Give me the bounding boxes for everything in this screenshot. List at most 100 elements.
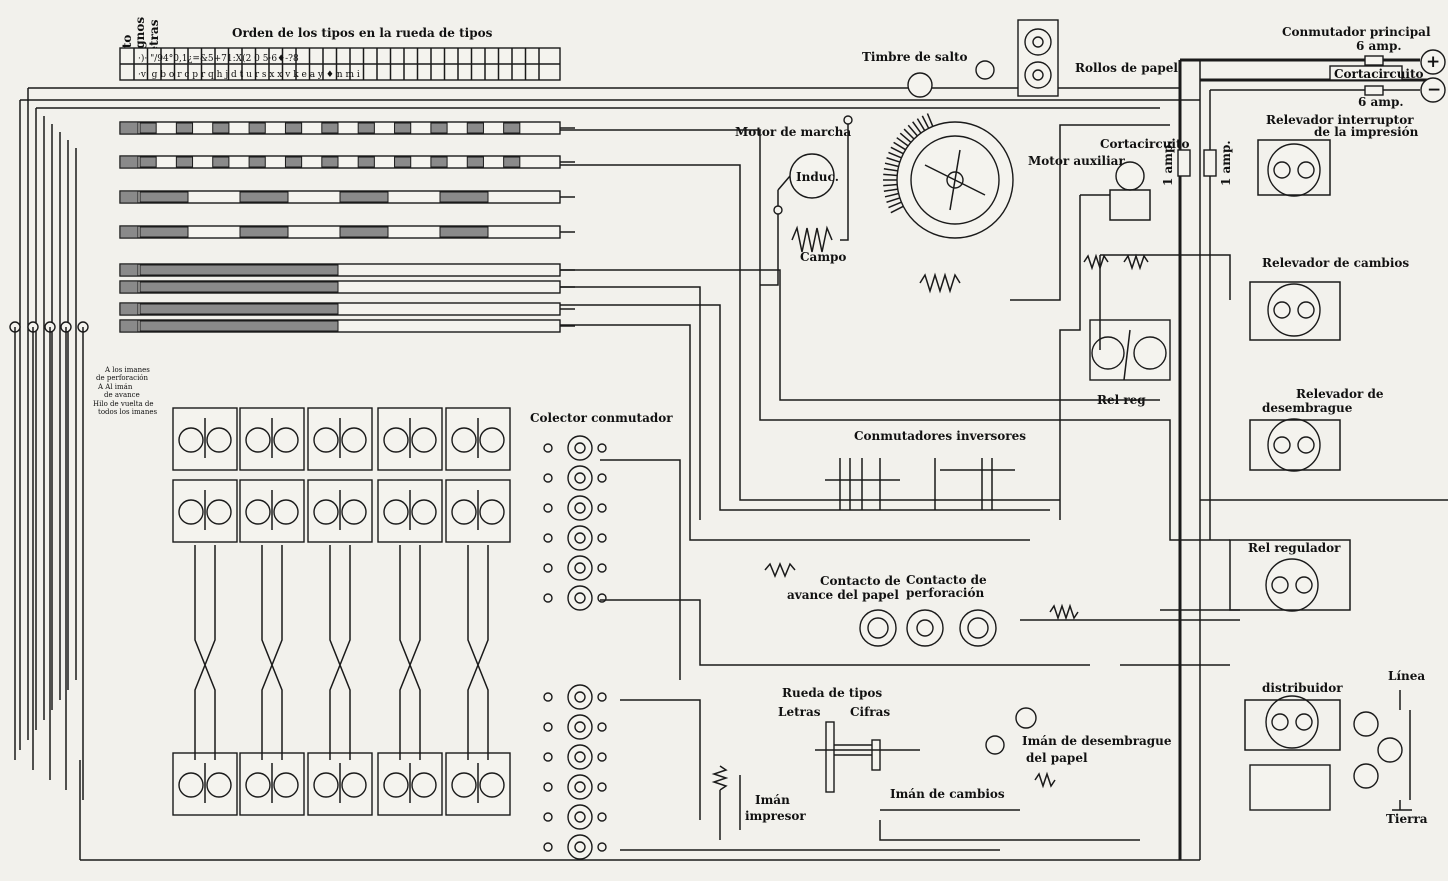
- amp6-bottom: 6 amp.: [1358, 95, 1404, 109]
- note-4: de avance: [104, 391, 140, 399]
- segment-contact: [339, 191, 389, 203]
- rueda-label: Rueda de tipos: [782, 686, 882, 700]
- segment-contact: [339, 226, 389, 238]
- signs-row: ·)· "/94°0,1¿=&5+71:X(2 0 5·6♦-?8: [138, 53, 299, 64]
- note-2: de perforación: [96, 374, 149, 382]
- inversores-label: Conmutadores inversores: [854, 429, 1026, 443]
- segment-contact: [248, 156, 266, 168]
- rel-desembrague-1: Relevador de: [1296, 387, 1384, 401]
- segment-contact: [139, 156, 157, 168]
- bus-lines: [9, 58, 1430, 861]
- segment-contact: [466, 122, 484, 134]
- motor-marcha-label: Motor de marcha: [735, 125, 851, 139]
- line-earth: Línea Tierra: [1249, 669, 1428, 826]
- relay-grid: [172, 407, 511, 816]
- segment-contact: [212, 122, 230, 134]
- collector-label: Colector conmutador: [530, 411, 673, 425]
- minus-terminal-icon: [1420, 77, 1446, 103]
- aux-motor: Cortacircuito Motor auxiliar 1 amp. 1 am…: [1028, 137, 1233, 520]
- segment-head: [119, 190, 139, 204]
- relay-housing: [1265, 558, 1319, 612]
- segment-contact: [239, 226, 289, 238]
- collector-commutator: [543, 435, 607, 860]
- segment-contact: [357, 156, 375, 168]
- segment-contact: [394, 122, 412, 134]
- drive-motor: Motor de marcha Induc. Campo: [735, 115, 853, 286]
- notes: A los imanes de perforación A Al imán de…: [93, 366, 158, 416]
- speed-governor: [883, 113, 1014, 294]
- segment-head: [119, 280, 139, 294]
- iman-impresor-1: Imán: [755, 793, 790, 807]
- segment-contact: [175, 156, 194, 168]
- segment-contact: [394, 156, 412, 168]
- contacto-avance-2: avance del papel: [787, 588, 899, 602]
- segment-contact: [248, 122, 266, 134]
- induc-label: Induc.: [796, 170, 839, 184]
- segment-head: [119, 121, 139, 135]
- segment-contact: [139, 320, 339, 332]
- rel-cambios-label: Relevador de cambios: [1262, 256, 1409, 270]
- note-6: todos los imanes: [98, 408, 158, 416]
- segment-contact: [430, 156, 448, 168]
- segment-head: [119, 263, 139, 277]
- rolls-label: Rollos de papel: [1075, 61, 1178, 75]
- campo-label: Campo: [800, 250, 846, 264]
- note-5: Hilo de vuelta de: [93, 400, 154, 408]
- segment-contact: [430, 122, 448, 134]
- segment-head: [119, 319, 139, 333]
- segment-head: [119, 302, 139, 316]
- minus-sign: −: [1427, 80, 1441, 100]
- segment-contact: [466, 156, 484, 168]
- iman-desembrague-1: Imán de desembrague: [1022, 734, 1172, 748]
- cifras-wheel: Cifras: [850, 705, 890, 719]
- distributor-segments: [119, 121, 575, 333]
- segment-contact: [139, 191, 189, 203]
- segment-contact: [139, 303, 339, 315]
- segment-contact: [175, 122, 194, 134]
- fuse-box: [1329, 65, 1403, 81]
- segment-contact: [212, 156, 230, 168]
- letters-row: ·v· g b o r c p r q h j d t u r s x x v …: [138, 70, 360, 80]
- segment-contact: [139, 264, 339, 276]
- right-relays: [1265, 143, 1321, 749]
- segment-contact: [439, 226, 489, 238]
- bell-label: Timbre de salto: [862, 50, 968, 64]
- relay-housing: [1267, 418, 1321, 472]
- reversing-switches: Conmutadores inversores: [825, 429, 1026, 510]
- letras-wheel: Letras: [778, 705, 821, 719]
- segment-contact: [139, 226, 189, 238]
- amp1-b: 1 amp.: [1219, 140, 1233, 186]
- rel-desembrague-2: desembrague: [1262, 401, 1353, 415]
- segment-contact: [139, 122, 157, 134]
- segment-head: [119, 155, 139, 169]
- rel-reg: Rel reg: [1089, 319, 1171, 407]
- linea-label: Línea: [1388, 669, 1425, 683]
- segment-contact: [439, 191, 489, 203]
- tierra-label: Tierra: [1386, 812, 1428, 826]
- amp1-a: 1 amp.: [1161, 140, 1175, 186]
- segment-contact: [321, 156, 339, 168]
- segment-contact: [321, 122, 339, 134]
- aux-motor-icon: [1115, 161, 1145, 191]
- type-wheel: Rueda de tipos Letras Cifras: [778, 686, 920, 793]
- segment-head: [119, 225, 139, 239]
- relay-housing: [1265, 695, 1319, 749]
- bell-icon: [907, 72, 933, 98]
- segment-contact: [503, 122, 521, 134]
- cortacircuito-top: Cortacircuito: [1334, 67, 1424, 81]
- plus-terminal-icon: [1420, 49, 1446, 75]
- contacto-perf-1: Contacto de: [906, 573, 987, 587]
- segment-contact: [284, 122, 303, 134]
- magnets: Imán de desembrague del papel Imán de ca…: [711, 707, 1172, 841]
- relay-housing: [1267, 143, 1321, 197]
- type-wheel-title: Orden de los tipos en la rueda de tipos: [232, 26, 493, 40]
- paper-contacts: Contacto de avance del papel Contacto de…: [764, 562, 1079, 647]
- segment-contact: [239, 191, 289, 203]
- amp6-top: 6 amp.: [1356, 39, 1402, 53]
- motor-auxiliar-label: Motor auxiliar: [1028, 154, 1125, 168]
- rel-interruptor-2: de la impresión: [1314, 125, 1419, 139]
- main-switch-label: Conmutador principal: [1282, 25, 1431, 39]
- bell-and-rolls: Timbre de salto Rollos de papel: [862, 19, 1178, 98]
